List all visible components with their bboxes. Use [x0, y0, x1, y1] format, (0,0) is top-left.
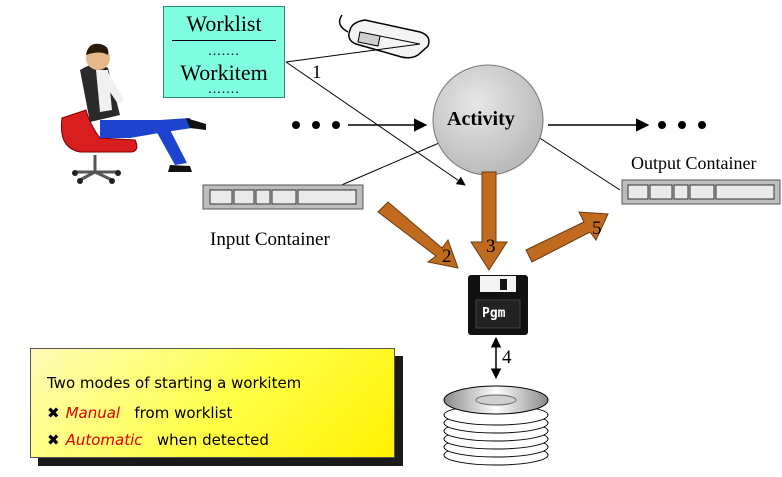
mode-manual: ✖ Manual from worklist: [47, 404, 232, 422]
worklist-divider: [172, 40, 276, 41]
flow-label-2: 2: [442, 246, 452, 267]
worklist-title: Worklist: [186, 11, 262, 36]
output-container-label: Output Container: [631, 153, 757, 173]
flow-1-arrow: [285, 61, 466, 186]
input-container-icon: [202, 184, 364, 210]
worklist-dots-bottom: .......: [208, 82, 240, 97]
modes-note: Two modes of starting a workitem ✖ Manual…: [30, 348, 395, 458]
flow-label-3: 3: [486, 236, 496, 257]
output-connector: [534, 134, 621, 191]
incoming-ellipsis: [292, 121, 340, 129]
note-heading: Two modes of starting a workitem: [47, 374, 302, 392]
mode-name: Automatic: [65, 431, 143, 449]
flow-2-arrow: [377, 201, 459, 269]
mode-description: when detected: [156, 431, 269, 449]
database-icon: [443, 385, 549, 466]
outgoing-ellipsis: [658, 121, 706, 129]
mode-automatic: ✖ Automatic when detected: [47, 431, 269, 449]
activity-label: Activity: [447, 108, 515, 130]
x-bullet-icon: ✖: [47, 431, 60, 449]
input-container-label: Input Container: [210, 229, 330, 250]
worklist-box: Worklist ....... Workitem .......: [163, 6, 285, 98]
flow-label-4: 4: [502, 347, 512, 368]
input-connector: [329, 139, 447, 191]
x-bullet-icon: ✖: [47, 404, 60, 422]
flow-3-arrow: [470, 171, 508, 271]
mode-name: Manual: [65, 404, 121, 422]
worklist-dots-top: .......: [208, 44, 240, 59]
output-container-icon: [621, 179, 781, 205]
floppy-icon: [468, 275, 528, 335]
workitem-label: Workitem: [180, 60, 268, 85]
mouse-connector: [285, 43, 421, 63]
mode-description: from worklist: [134, 404, 233, 422]
flow-5-arrow: [525, 211, 609, 263]
program-label: Pgm: [482, 306, 506, 321]
flow-label-1: 1: [312, 62, 322, 83]
mouse-icon: [338, 14, 430, 59]
person-icon: [60, 43, 206, 184]
flow-label-5: 5: [592, 218, 602, 239]
